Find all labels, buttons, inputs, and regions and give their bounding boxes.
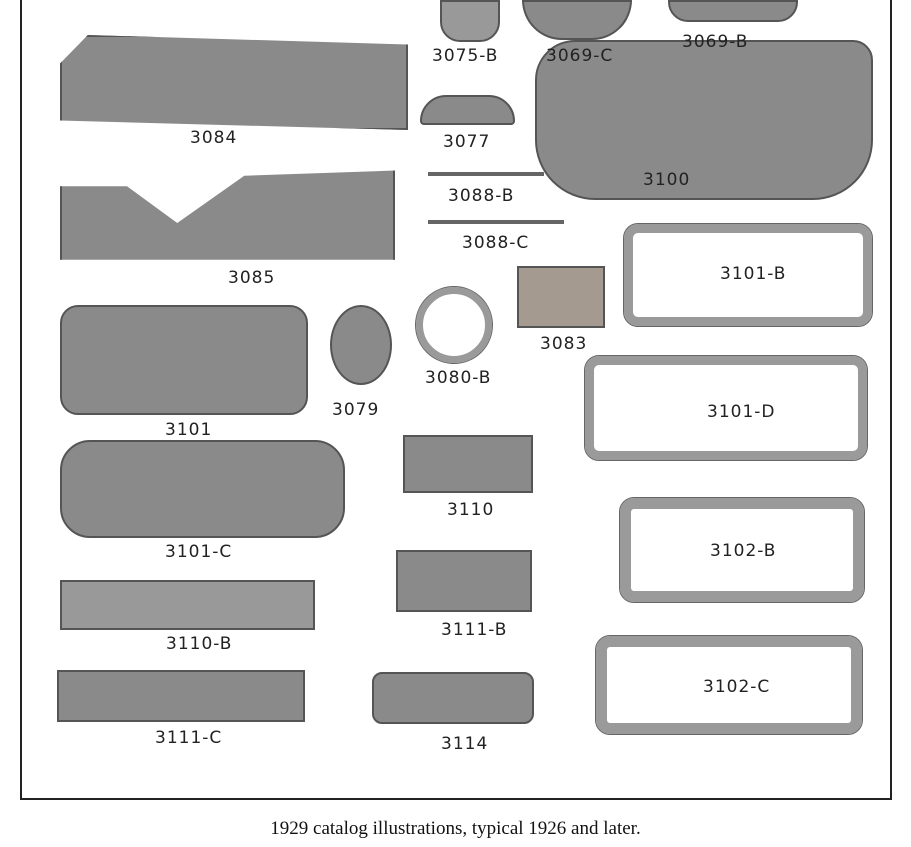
part-label: 3101-D: [707, 402, 776, 422]
part-label: 3069-B: [682, 32, 749, 52]
part-label: 3088-C: [462, 233, 530, 253]
part-label: 3084: [190, 128, 238, 148]
part-3101-C-illustration: [60, 440, 345, 538]
part-label: 3102-C: [703, 677, 771, 697]
part-3088-C-illustration: [428, 220, 564, 224]
part-label: 3102-B: [710, 541, 777, 561]
part-3101-illustration: [60, 305, 308, 415]
part-label: 3110: [447, 500, 495, 520]
part-3101-B-illustration: [623, 223, 873, 327]
part-label: 3111-B: [441, 620, 508, 640]
part-3069-C-illustration: [522, 0, 632, 40]
part-label: 3069-C: [546, 46, 614, 66]
part-3110-illustration: [403, 435, 533, 493]
part-3069-B-illustration: [668, 0, 798, 22]
part-3102-B-illustration: [619, 497, 865, 603]
part-3102-C-illustration: [595, 635, 863, 735]
part-label: 3088-B: [448, 186, 515, 206]
part-3083-illustration: [517, 266, 605, 328]
part-3080-B-illustration: [415, 286, 493, 364]
figure-caption: 1929 catalog illustrations, typical 1926…: [270, 818, 641, 839]
part-3110-B-illustration: [60, 580, 315, 630]
part-label: 3085: [228, 268, 276, 288]
part-3084-illustration: [60, 35, 408, 130]
part-label: 3080-B: [425, 368, 492, 388]
part-label: 3079: [332, 400, 380, 420]
part-label: 3083: [540, 334, 588, 354]
part-label: 3114: [441, 734, 489, 754]
part-label: 3077: [443, 132, 491, 152]
part-3111-B-illustration: [396, 550, 532, 612]
part-3114-illustration: [372, 672, 534, 724]
part-label: 3111-C: [155, 728, 223, 748]
part-3079-illustration: [330, 305, 392, 385]
part-label: 3100: [643, 170, 691, 190]
part-3077-illustration: [420, 95, 515, 125]
part-3088-B-illustration: [428, 172, 544, 176]
part-3111-C-illustration: [57, 670, 305, 722]
part-label: 3101-C: [165, 542, 233, 562]
part-3075-B-illustration: [440, 0, 500, 42]
part-label: 3101-B: [720, 264, 787, 284]
part-label: 3110-B: [166, 634, 233, 654]
part-3101-D-illustration: [584, 355, 868, 461]
part-label: 3101: [165, 420, 213, 440]
part-label: 3075-B: [432, 46, 499, 66]
part-3100-illustration: [535, 40, 873, 200]
